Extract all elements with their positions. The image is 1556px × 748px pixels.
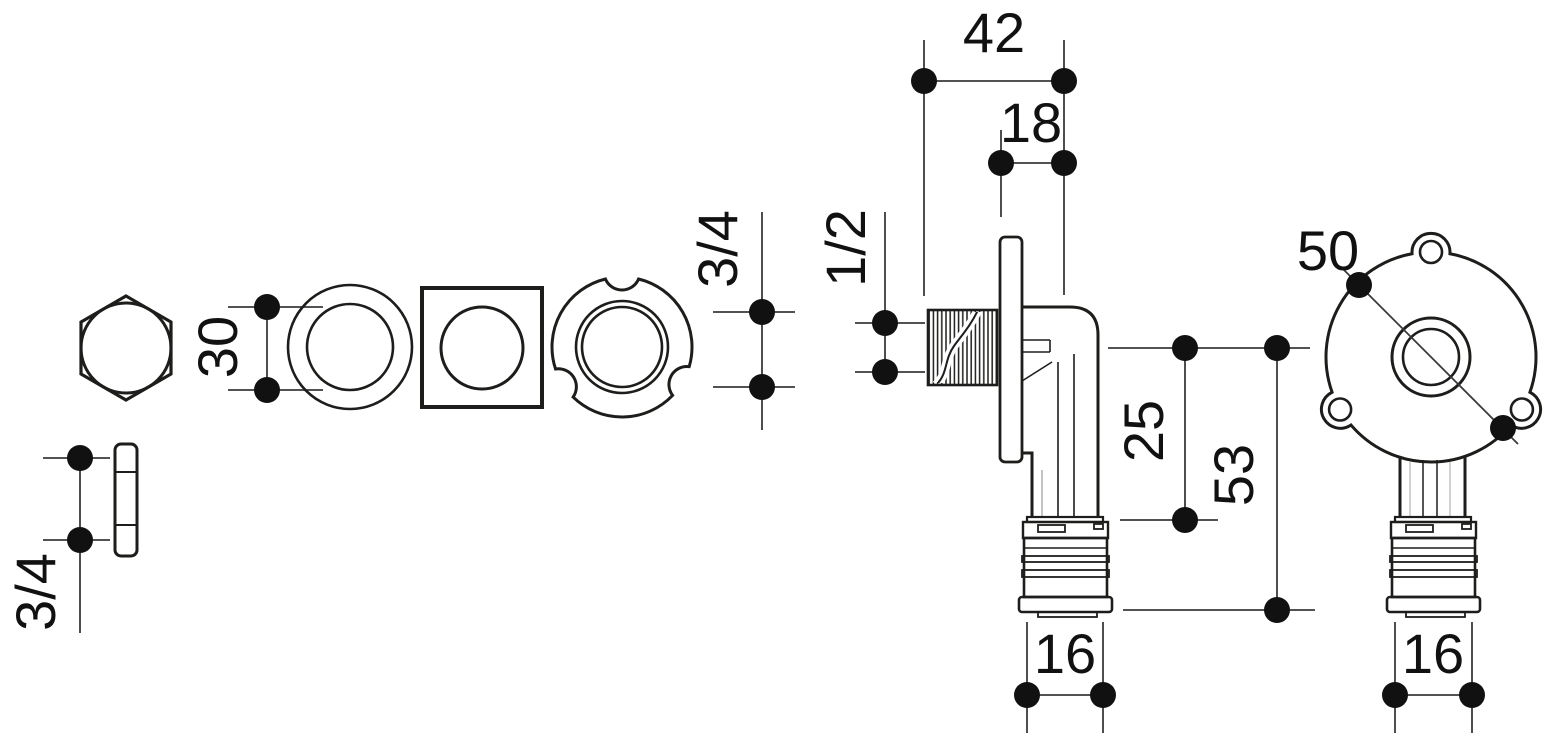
ring-washer-front-view bbox=[286, 283, 414, 411]
dim-dot bbox=[1090, 682, 1116, 708]
dim-label-3-4-disc: 3/4 bbox=[686, 210, 749, 288]
square-escutcheon-front-view bbox=[420, 286, 544, 409]
dim-dot bbox=[1172, 335, 1198, 361]
dim-label-18: 18 bbox=[1000, 91, 1062, 154]
dim-dot bbox=[254, 294, 280, 320]
dim-dot bbox=[67, 445, 93, 471]
dim-dot bbox=[67, 527, 93, 553]
dim-dot bbox=[1346, 272, 1372, 298]
dim-dot bbox=[1172, 507, 1198, 533]
disc-outline bbox=[550, 277, 694, 419]
dim-boss-offset: 18 bbox=[988, 91, 1077, 217]
dim-thread-size: 1/2 bbox=[814, 209, 925, 385]
dim-label-16-front: 16 bbox=[1402, 622, 1464, 685]
dim-dot bbox=[1264, 597, 1290, 623]
washer-side-view bbox=[113, 442, 139, 558]
hex-nut-front-view bbox=[79, 294, 173, 402]
dim-pipe-od-side: 16 bbox=[1014, 622, 1116, 733]
dim-washer-thickness: 3/4 bbox=[4, 445, 110, 633]
dim-label-42: 42 bbox=[963, 1, 1025, 64]
dim-overall-height: 53 bbox=[1123, 335, 1315, 623]
press-connector-side bbox=[1017, 515, 1114, 618]
dim-label-16-side: 16 bbox=[1034, 622, 1096, 685]
bore-outer bbox=[1390, 316, 1472, 398]
dim-dot bbox=[872, 310, 898, 336]
dim-pipe-od-front: 16 bbox=[1382, 622, 1485, 733]
dim-plate-diameter: 50 bbox=[1297, 219, 1519, 445]
dim-label-53: 53 bbox=[1202, 444, 1265, 506]
dim-dot bbox=[1051, 150, 1077, 176]
press-connector-front bbox=[1385, 515, 1482, 618]
dim-dot bbox=[1014, 682, 1040, 708]
elbow-inner-detail bbox=[1021, 339, 1075, 517]
dim-dot bbox=[911, 68, 937, 94]
dim-dot bbox=[872, 359, 898, 385]
elbow-body bbox=[1021, 305, 1100, 517]
dim-label-30: 30 bbox=[186, 316, 249, 378]
dim-dot bbox=[1264, 335, 1290, 361]
bore-inner bbox=[1401, 327, 1461, 387]
dim-plate-width: 42 bbox=[911, 1, 1077, 296]
dim-dot bbox=[254, 377, 280, 403]
pipe-front bbox=[1398, 457, 1467, 517]
dim-washer-bore: 30 bbox=[186, 294, 323, 403]
dim-dot bbox=[988, 150, 1014, 176]
elbow-side-view bbox=[926, 235, 1114, 618]
screw-hole bbox=[1418, 239, 1444, 265]
slotted-disc-front-view bbox=[550, 277, 694, 419]
threaded-nipple bbox=[926, 308, 999, 387]
dim-dot bbox=[749, 299, 775, 325]
dim-dot bbox=[1490, 415, 1516, 441]
dim-label-50: 50 bbox=[1297, 219, 1359, 282]
wall-flange-side bbox=[998, 235, 1024, 464]
dim-dot bbox=[1459, 682, 1485, 708]
dim-dot bbox=[1051, 68, 1077, 94]
dim-label-3-4-washer: 3/4 bbox=[4, 553, 67, 631]
screw-hole bbox=[1327, 397, 1353, 422]
dim-disc-bore: 3/4 bbox=[686, 210, 795, 430]
dim-label-1-2: 1/2 bbox=[814, 209, 877, 287]
plate-outline bbox=[1319, 231, 1543, 464]
dim-dot bbox=[1382, 682, 1408, 708]
screw-hole bbox=[1509, 397, 1535, 422]
dim-dot bbox=[749, 374, 775, 400]
wall-plate-front-view bbox=[1319, 231, 1543, 618]
dim-label-25: 25 bbox=[1112, 400, 1175, 462]
